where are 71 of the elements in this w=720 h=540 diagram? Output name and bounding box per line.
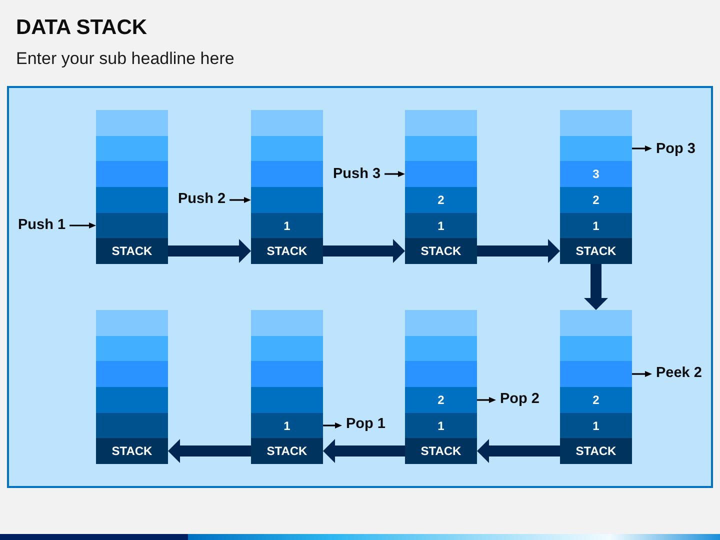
stack-slot — [96, 187, 168, 213]
leader-arrow — [632, 371, 652, 377]
stack-slot — [251, 336, 323, 361]
operation-label: Push 3 — [333, 165, 381, 183]
stack-slot: 1 — [405, 213, 477, 238]
stack-slot — [96, 310, 168, 336]
stack-slot: 3 — [560, 161, 632, 187]
arrow — [323, 439, 405, 463]
stack-slot — [251, 110, 323, 136]
stack-base: STACK — [405, 438, 477, 464]
stack-slot — [560, 110, 632, 136]
stack-slot — [560, 361, 632, 387]
arrow — [168, 239, 251, 263]
stack-slot — [96, 361, 168, 387]
operation-label: Pop 3 — [656, 140, 696, 158]
title: DATA STACK — [16, 15, 148, 41]
leader-arrow — [477, 397, 496, 403]
stack-slot — [560, 310, 632, 336]
stack-slot: 1 — [560, 413, 632, 438]
stack-slot — [96, 413, 168, 438]
stack-slot: 1 — [251, 413, 323, 438]
stack-base: STACK — [405, 238, 477, 264]
stack-slot: 1 — [251, 213, 323, 238]
stack-base: STACK — [96, 438, 168, 464]
stack-slot — [251, 136, 323, 161]
stack-slot: 2 — [560, 187, 632, 213]
arrow — [477, 439, 560, 463]
stack-base: STACK — [560, 238, 632, 264]
stack-slot — [251, 187, 323, 213]
subtitle: Enter your sub headline here — [16, 48, 234, 70]
stack-slot: 2 — [560, 387, 632, 413]
stack-slot: 2 — [405, 187, 477, 213]
stack-slot — [96, 161, 168, 187]
stack-base: STACK — [251, 438, 323, 464]
stack-slot — [405, 136, 477, 161]
stack-slot: 1 — [560, 213, 632, 238]
stack-base: STACK — [560, 438, 632, 464]
stack-slot — [251, 161, 323, 187]
stack-slot: 2 — [405, 387, 477, 413]
stack-base: STACK — [251, 238, 323, 264]
stack-slot — [560, 336, 632, 361]
stack-slot — [405, 161, 477, 187]
arrow — [584, 264, 608, 310]
stack-slot — [251, 310, 323, 336]
leader-arrow — [632, 146, 652, 152]
stack-slot — [405, 110, 477, 136]
stack-slot — [96, 213, 168, 238]
stack-slot: 1 — [405, 413, 477, 438]
leader-arrow — [323, 422, 342, 428]
stack-slot — [405, 361, 477, 387]
stack-slot — [405, 336, 477, 361]
stack-slot — [560, 136, 632, 161]
operation-label: Pop 2 — [500, 390, 540, 408]
leader-arrow — [70, 222, 96, 228]
stack-slot — [405, 310, 477, 336]
leader-arrow — [384, 171, 405, 177]
stack-slot — [96, 336, 168, 361]
arrow — [477, 239, 560, 263]
stack-slot — [251, 387, 323, 413]
stack-slot — [96, 387, 168, 413]
stack-slot — [96, 110, 168, 136]
operation-label: Pop 1 — [346, 415, 386, 433]
arrow — [168, 439, 251, 463]
arrow — [323, 239, 405, 263]
stack-slot — [251, 361, 323, 387]
stack-base: STACK — [96, 238, 168, 264]
stack-slot — [96, 136, 168, 161]
leader-arrow — [230, 197, 251, 203]
operation-label: Push 2 — [178, 190, 226, 208]
operation-label: Push 1 — [18, 216, 66, 234]
operation-label: Peek 2 — [656, 364, 702, 382]
